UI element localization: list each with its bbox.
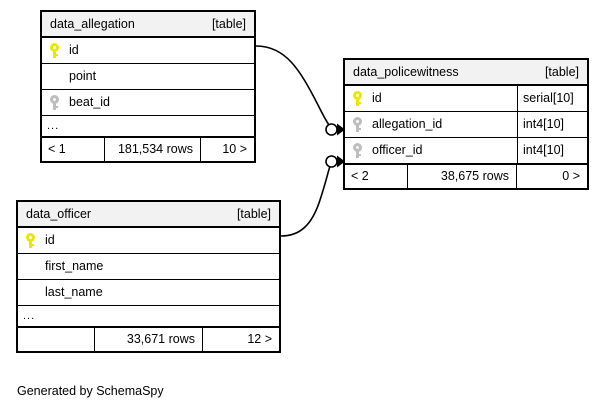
key-icon-primary xyxy=(49,43,60,58)
table-header[interactable]: data_allegation [table] xyxy=(42,12,254,38)
table-row[interactable]: officer_id int4[10] xyxy=(345,138,587,164)
table-node-data-allegation[interactable]: data_allegation [table] id point xyxy=(40,10,256,163)
parent-relations-count[interactable]: < 2 xyxy=(351,169,369,184)
child-relations-count[interactable]: 10 > xyxy=(222,142,247,157)
row-count: 33,671 rows xyxy=(94,328,203,351)
column-name: point xyxy=(69,69,97,84)
table-kind-label: [table] xyxy=(236,206,271,221)
row-count: 181,534 rows xyxy=(104,138,201,161)
parent-relations-count[interactable]: < 1 xyxy=(48,142,66,157)
key-icon-foreign xyxy=(352,143,363,158)
table-row[interactable]: id serial[10] xyxy=(345,86,587,112)
table-row[interactable]: beat_id xyxy=(42,90,254,116)
table-row[interactable]: first_name xyxy=(18,254,279,280)
table-row[interactable]: id xyxy=(18,228,279,254)
column-name: allegation_id xyxy=(372,117,443,132)
table-title: data_allegation xyxy=(50,16,135,31)
column-name: id xyxy=(372,91,382,106)
column-cell: first_name xyxy=(18,254,279,279)
column-cell: point xyxy=(42,64,254,89)
row-count: 38,675 rows xyxy=(407,165,517,188)
relationship-endpoint-circle xyxy=(325,155,338,168)
table-row[interactable]: point xyxy=(42,64,254,90)
column-cell: officer_id xyxy=(345,138,517,163)
key-icon-foreign xyxy=(352,117,363,132)
relationship-endpoint-circle xyxy=(325,123,338,136)
parent-relations-count[interactable] xyxy=(18,328,94,351)
table-node-data-policewitness[interactable]: data_policewitness [table] id serial[10] xyxy=(343,58,589,190)
column-name: id xyxy=(45,233,55,248)
column-name: last_name xyxy=(45,285,103,300)
key-icon-primary xyxy=(352,91,363,106)
key-icon-none xyxy=(25,285,36,300)
column-name: first_name xyxy=(45,259,104,274)
table-kind-label: [table] xyxy=(544,64,579,79)
table-more-columns-row: ... xyxy=(18,306,279,327)
key-icon-foreign xyxy=(49,95,60,110)
column-cell: allegation_id xyxy=(345,112,517,137)
table-more-columns-row: ... xyxy=(42,116,254,137)
table-row[interactable]: allegation_id int4[10] xyxy=(345,112,587,138)
table-kind-label: [table] xyxy=(211,16,246,31)
relationship-allegation-to-policewitness xyxy=(255,45,345,136)
table-header[interactable]: data_officer [table] xyxy=(18,202,279,228)
table-row[interactable]: last_name xyxy=(18,280,279,306)
key-icon-none xyxy=(25,259,36,274)
table-title: data_policewitness xyxy=(353,64,459,79)
key-icon-none xyxy=(49,69,60,84)
column-cell: id xyxy=(42,38,254,63)
key-icon-primary xyxy=(25,233,36,248)
column-cell: id xyxy=(345,86,517,111)
child-relations-count[interactable]: 0 > xyxy=(562,169,580,184)
column-cell: last_name xyxy=(18,280,279,305)
more-columns-indicator: ... xyxy=(47,119,60,132)
table-row[interactable]: id xyxy=(42,38,254,64)
column-cell: beat_id xyxy=(42,90,254,115)
column-cell: id xyxy=(18,228,279,253)
child-relations-count[interactable]: 12 > xyxy=(247,332,272,347)
column-name: beat_id xyxy=(69,95,111,110)
diagram-caption: Generated by SchemaSpy xyxy=(17,384,164,398)
table-title: data_officer xyxy=(26,206,92,221)
column-type: serial[10] xyxy=(517,86,587,111)
table-footer: < 2 38,675 rows 0 > xyxy=(345,164,587,188)
table-footer: 33,671 rows 12 > xyxy=(18,327,279,351)
table-node-data-officer[interactable]: data_officer [table] id first_name xyxy=(16,200,281,353)
table-footer: < 1 181,534 rows 10 > xyxy=(42,137,254,161)
column-name: officer_id xyxy=(372,143,423,158)
column-type: int4[10] xyxy=(517,138,587,163)
table-header[interactable]: data_policewitness [table] xyxy=(345,60,587,86)
relationship-officer-to-policewitness xyxy=(280,155,345,237)
column-name: id xyxy=(69,43,79,58)
column-type: int4[10] xyxy=(517,112,587,137)
more-columns-indicator: ... xyxy=(23,309,36,322)
